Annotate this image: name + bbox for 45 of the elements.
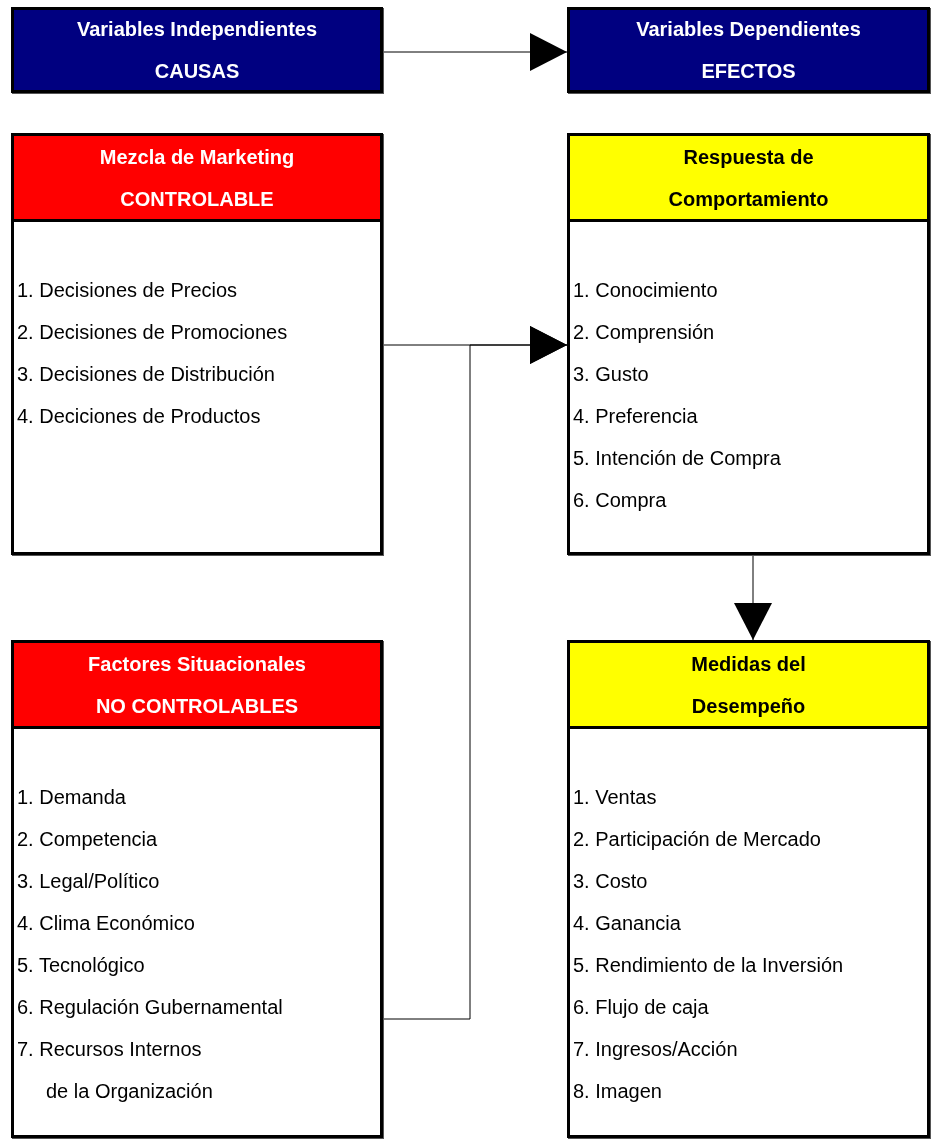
box-heading: Respuesta de Comportamiento — [667, 144, 830, 212]
list-item: 2. Decisiones de Promociones — [17, 320, 288, 345]
list-item: 6. Regulación Gubernamental — [17, 995, 283, 1020]
list-item: 7. Recursos Internos — [17, 1037, 202, 1062]
header-box — [11, 7, 383, 93]
box-heading: Variables Independientes — [76, 17, 318, 42]
header-box — [567, 7, 930, 93]
box-heading: EFECTOS — [701, 59, 796, 84]
box-heading: Mezcla de Marketing — [99, 144, 295, 170]
list-item: 1. Decisiones de Precios — [17, 278, 238, 303]
list-item: 1. Demanda — [17, 785, 126, 810]
list-item: 7. Ingresos/Acción — [573, 1037, 738, 1062]
box-heading: CAUSAS — [154, 59, 240, 84]
list-item: 5. Rendimiento de la Inversión — [573, 953, 844, 978]
box-heading: CONTROLABLE — [120, 186, 274, 212]
list-item: 4. Ganancia — [573, 911, 681, 936]
arrow — [382, 326, 568, 1020]
list-item: 5. Tecnológico — [17, 953, 145, 978]
list-item: 3. Legal/Político — [17, 869, 160, 894]
list-item: 2. Competencia — [17, 827, 158, 852]
list-item: 1. Ventas — [573, 785, 657, 810]
box-heading: Medidas del Desempeño — [690, 651, 807, 719]
list-box — [567, 133, 930, 555]
list-box — [11, 133, 383, 555]
list-box — [567, 640, 930, 1138]
list-item: 2. Participación de Mercado — [573, 827, 821, 852]
list-item: 3. Gusto — [573, 362, 649, 387]
list-item: 1. Conocimiento — [573, 278, 718, 303]
list-item: 4. Deciciones de Productos — [17, 404, 261, 429]
box-heading: Variables Dependientes — [636, 17, 861, 42]
box-heading: Factores Situacionales — [88, 651, 306, 677]
list-item: 5. Intención de Compra — [573, 446, 781, 471]
list-item: 6. Flujo de caja — [573, 995, 709, 1020]
list-item: 2. Comprensión — [573, 320, 715, 345]
list-item: de la Organización — [45, 1079, 213, 1104]
arrow — [382, 33, 568, 71]
list-item: 6. Compra — [573, 488, 667, 513]
list-item: 3. Decisiones de Distribución — [17, 362, 275, 387]
list-item: 4. Clima Económico — [17, 911, 195, 936]
box-heading: NO CONTROLABLES — [95, 693, 299, 719]
arrow — [734, 554, 772, 641]
list-box — [11, 640, 383, 1138]
list-item: 4. Preferencia — [573, 404, 698, 429]
list-item: 8. Imagen — [573, 1079, 662, 1104]
list-item: 3. Costo — [573, 869, 648, 894]
